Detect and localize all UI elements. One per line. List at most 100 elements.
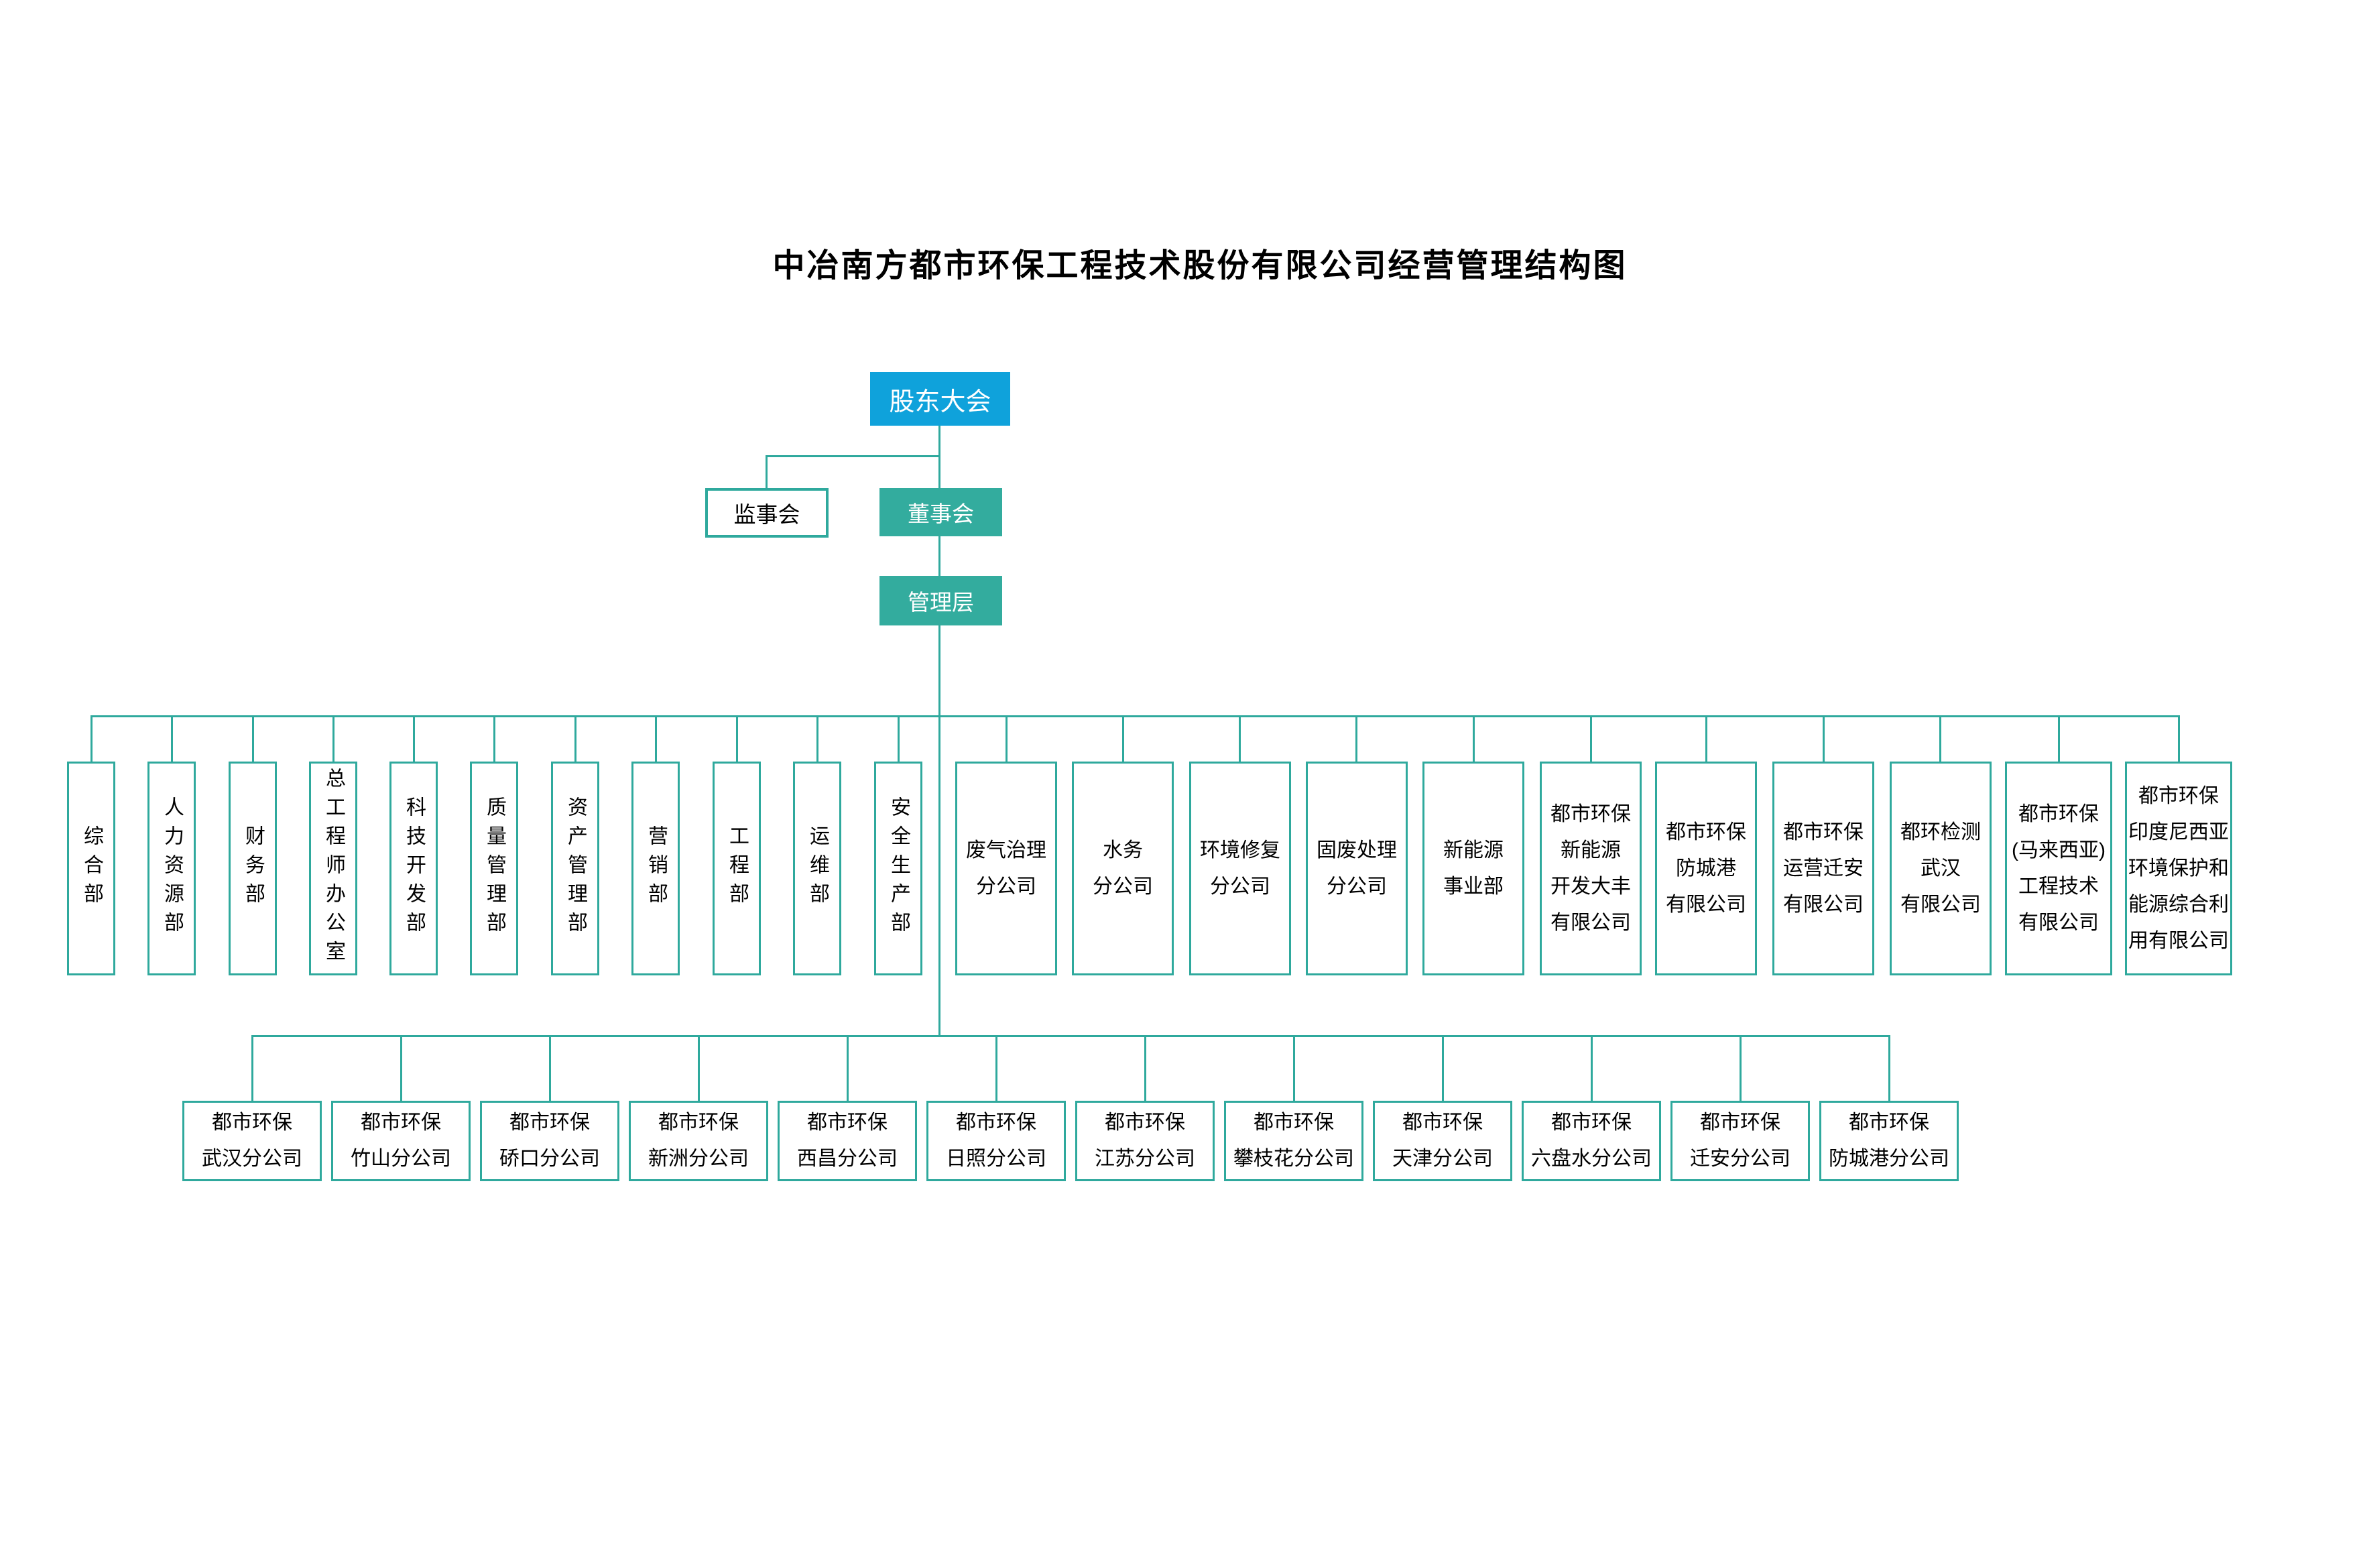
org-node-label: 都市环保 武汉分公司	[202, 1111, 302, 1170]
connector-line	[90, 715, 93, 762]
org-node-shareholders-meeting: 股东大会	[870, 372, 1010, 426]
org-node-water-affairs-branch: 水务 分公司	[1072, 762, 1174, 975]
org-node-label: 都市环保 硚口分公司	[499, 1111, 600, 1170]
connector-line	[995, 1035, 997, 1101]
connector-line	[2058, 715, 2060, 762]
org-node-label: 质量管理部	[483, 796, 505, 941]
org-node-label: 安全生产部	[888, 796, 910, 941]
org-node-xinzhou-branch: 都市环保 新洲分公司	[629, 1101, 768, 1181]
org-node-label: 都市环保 运营迁安 有限公司	[1783, 821, 1864, 916]
org-node-tech-development-dept: 科技开发部	[389, 762, 438, 975]
connector-line	[1442, 1035, 1444, 1101]
org-node-xichang-branch: 都市环保 西昌分公司	[778, 1101, 917, 1181]
connector-line	[1239, 715, 1241, 762]
connector-line	[1823, 715, 1825, 762]
org-node-quality-management-dept: 质量管理部	[470, 762, 518, 975]
connector-line	[493, 715, 495, 762]
org-node-chief-engineer-office: 总工程师办公室	[309, 762, 357, 975]
org-node-label: 都市环保 新能源 开发大丰 有限公司	[1550, 802, 1631, 934]
org-node-label: 运维部	[806, 825, 829, 912]
org-node-supervisory-board: 监事会	[705, 488, 829, 538]
connector-line	[574, 715, 576, 762]
org-node-label: 都市环保 迁安分公司	[1690, 1111, 1790, 1170]
org-node-malaysia-engineering-co: 都市环保 (马来西亚) 工程技术 有限公司	[2005, 762, 2112, 975]
connector-line	[1355, 715, 1357, 762]
connector-line	[938, 715, 940, 1037]
org-node-label: 综合部	[80, 825, 103, 912]
org-node-zhushan-branch: 都市环保 竹山分公司	[331, 1101, 471, 1181]
org-node-label: 科技开发部	[403, 796, 425, 941]
org-node-asset-management-dept: 资产管理部	[551, 762, 599, 975]
org-node-qianan-operations-co: 都市环保 运营迁安 有限公司	[1772, 762, 1874, 975]
org-node-label: 新能源 事业部	[1443, 839, 1504, 898]
org-node-finance-dept: 财务部	[229, 762, 277, 975]
org-node-operations-maintenance-dept: 运维部	[793, 762, 841, 975]
org-node-label: 都市环保 江苏分公司	[1095, 1111, 1195, 1170]
org-node-label: 都市环保 (马来西亚) 工程技术 有限公司	[2012, 802, 2106, 934]
org-node-indonesia-energy-co: 都市环保 印度尼西亚 环境保护和 能源综合利 用有限公司	[2125, 762, 2232, 975]
org-node-panzhihua-branch: 都市环保 攀枝花分公司	[1224, 1101, 1363, 1181]
connector-line	[736, 715, 738, 762]
connector-line	[1590, 715, 1592, 762]
org-node-label: 都市环保 新洲分公司	[648, 1111, 749, 1170]
connector-line	[938, 536, 940, 576]
org-node-label: 董事会	[908, 501, 974, 526]
org-node-new-energy-division: 新能源 事业部	[1422, 762, 1524, 975]
connector-line	[1939, 715, 1941, 762]
org-node-label: 都市环保 防城港 有限公司	[1666, 821, 1746, 916]
org-node-label: 资产管理部	[564, 796, 587, 941]
org-node-label: 都市环保 防城港分公司	[1829, 1111, 1949, 1170]
connector-line	[766, 455, 940, 457]
connector-line	[252, 715, 254, 762]
connector-line	[655, 715, 657, 762]
org-node-waste-gas-treatment-branch: 废气治理 分公司	[955, 762, 1057, 975]
org-node-new-energy-dafeng-co: 都市环保 新能源 开发大丰 有限公司	[1540, 762, 1642, 975]
connector-line	[847, 1035, 849, 1101]
org-node-label: 固废处理 分公司	[1317, 839, 1397, 898]
connector-line	[1705, 715, 1707, 762]
org-node-safety-production-dept: 安全生产部	[874, 762, 922, 975]
org-node-tianjin-branch: 都市环保 天津分公司	[1373, 1101, 1512, 1181]
org-node-label: 都市环保 印度尼西亚 环境保护和 能源综合利 用有限公司	[2128, 784, 2229, 952]
connector-line	[171, 715, 173, 762]
connector-line	[2178, 715, 2180, 762]
connector-line	[1293, 1035, 1295, 1101]
org-node-label: 股东大会	[889, 387, 991, 416]
connector-line	[1888, 1035, 1890, 1101]
org-node-qiaokou-branch: 都市环保 硚口分公司	[480, 1101, 619, 1181]
connector-line	[1006, 715, 1008, 762]
org-node-wuhan-branch: 都市环保 武汉分公司	[182, 1101, 322, 1181]
connector-line	[413, 715, 415, 762]
org-node-environmental-remediation-branch: 环境修复 分公司	[1189, 762, 1291, 975]
org-node-board-of-directors: 董事会	[879, 488, 1002, 536]
connector-line	[1122, 715, 1124, 762]
org-node-label: 人力资源部	[161, 796, 183, 941]
org-node-fangchenggang-branch: 都市环保 防城港分公司	[1819, 1101, 1959, 1181]
connector-line	[816, 715, 818, 762]
connector-line	[400, 1035, 402, 1101]
org-node-marketing-dept: 营销部	[631, 762, 680, 975]
connector-line	[1144, 1035, 1146, 1101]
connector-line	[91, 715, 2179, 717]
connector-line	[698, 1035, 700, 1101]
org-node-rizhao-branch: 都市环保 日照分公司	[926, 1101, 1066, 1181]
connector-line	[766, 455, 768, 488]
org-node-solid-waste-treatment-branch: 固废处理 分公司	[1306, 762, 1408, 975]
org-node-label: 监事会	[733, 502, 800, 527]
org-node-label: 财务部	[242, 825, 264, 912]
org-node-label: 环境修复 分公司	[1200, 839, 1280, 898]
org-node-label: 营销部	[645, 825, 667, 912]
org-node-fangchenggang-co: 都市环保 防城港 有限公司	[1655, 762, 1757, 975]
connector-line	[1591, 1035, 1593, 1101]
org-node-label: 都市环保 天津分公司	[1392, 1111, 1493, 1170]
org-node-label: 工程部	[726, 825, 748, 912]
org-node-label: 都市环保 西昌分公司	[797, 1111, 898, 1170]
connector-line	[549, 1035, 551, 1101]
connector-line	[251, 1035, 253, 1101]
org-node-management-layer: 管理层	[879, 576, 1002, 625]
org-node-jiangsu-branch: 都市环保 江苏分公司	[1075, 1101, 1215, 1181]
connector-line	[1473, 715, 1475, 762]
org-node-label: 总工程师办公室	[322, 768, 345, 969]
connector-line	[938, 625, 940, 715]
